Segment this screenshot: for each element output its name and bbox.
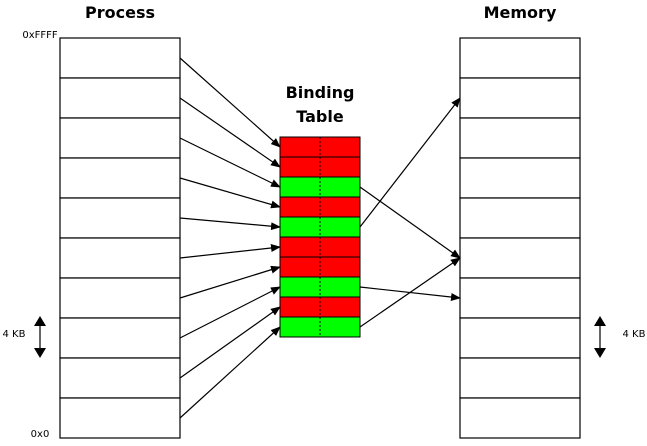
binding-to-memory-arrow: [359, 97, 461, 228]
process-bottom-address: 0x0: [31, 429, 50, 440]
process-to-binding-arrow: [179, 286, 281, 339]
binding-table: [279, 136, 361, 338]
binding-table-title-line1: Binding: [286, 83, 355, 102]
memory-block: [459, 37, 581, 79]
process-block: [59, 277, 181, 319]
binding-to-memory-arrow: [359, 186, 461, 259]
memory-block: [459, 157, 581, 199]
process-block: [59, 397, 181, 439]
process-block-size-arrow: [34, 316, 46, 358]
process-block: [59, 317, 181, 359]
process-block: [59, 77, 181, 119]
process-block: [59, 197, 181, 239]
process-to-binding-arrow: [179, 265, 281, 299]
mapping-arrows: [179, 57, 461, 419]
memory-block-stack: [459, 37, 581, 439]
process-block-stack: [59, 37, 181, 439]
memory-block: [459, 317, 581, 359]
process-block: [59, 237, 181, 279]
binding-table-title-line2: Table: [296, 107, 344, 126]
memory-block: [459, 77, 581, 119]
process-to-binding-arrow: [179, 97, 281, 168]
process-top-address: 0xFFFF: [22, 30, 58, 41]
process-block: [59, 357, 181, 399]
memory-block: [459, 117, 581, 159]
memory-block: [459, 397, 581, 439]
memory-title: Memory: [484, 3, 557, 22]
process-to-binding-arrow: [179, 177, 281, 209]
memory-block: [459, 197, 581, 239]
memory-block: [459, 237, 581, 279]
process-to-binding-arrow: [179, 306, 281, 379]
process-block: [59, 117, 181, 159]
process-block: [59, 37, 181, 79]
process-to-binding-arrow: [179, 326, 281, 419]
memory-block-size-arrow: [594, 316, 606, 358]
process-title: Process: [85, 3, 155, 22]
memory-block: [459, 277, 581, 319]
binding-to-memory-arrow: [359, 286, 461, 301]
process-to-binding-arrow: [179, 137, 281, 188]
process-block-size-label: 4 KB: [3, 329, 26, 340]
memory-block: [459, 357, 581, 399]
memory-block-size-label: 4 KB: [623, 329, 646, 340]
process-to-binding-arrow: [179, 244, 281, 259]
process-to-binding-arrow: [179, 57, 281, 148]
process-to-binding-arrow: [179, 217, 281, 231]
process-block: [59, 157, 181, 199]
